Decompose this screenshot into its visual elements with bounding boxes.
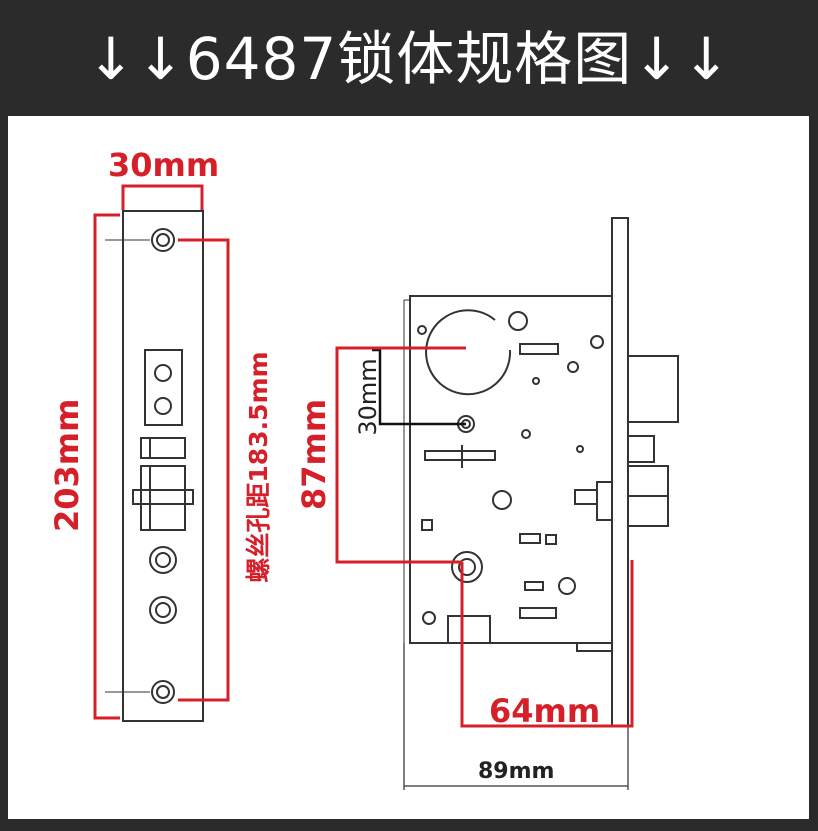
hole-spacing-dimension-line — [178, 238, 230, 702]
case-outline — [409, 295, 612, 644]
round-bolt — [149, 596, 177, 624]
lower-spindle — [451, 551, 483, 583]
deadbolt-slot — [140, 465, 186, 531]
vertical-backset-label: 87mm — [295, 398, 333, 510]
faceplate-width-label: 30mm — [108, 146, 220, 184]
cylinder-cutout — [425, 309, 512, 396]
spindle-offset-dimension — [372, 348, 466, 426]
cylinder-slot — [144, 349, 183, 426]
height-dimension-line — [93, 213, 120, 720]
faceplate-height-label: 203mm — [48, 398, 86, 532]
top-screw-hole — [151, 228, 175, 252]
backset-line — [460, 560, 634, 728]
header-banner: ↓↓6487锁体规格图↓↓ — [0, 0, 818, 108]
width-dimension-line — [121, 184, 204, 210]
round-latch — [149, 546, 177, 574]
faceplate-outline — [122, 210, 204, 722]
bottom-screw-hole — [151, 680, 175, 704]
body-red-dimensions — [335, 346, 634, 728]
spindle-offset-label: 30mm — [354, 358, 382, 436]
deadbolt — [627, 355, 679, 423]
front-plate — [611, 217, 629, 727]
faceplate-drawing — [105, 210, 204, 722]
body-depth-label: 89mm — [478, 759, 555, 784]
vertical-backset-line — [335, 346, 466, 564]
backset-label: 64mm — [489, 692, 601, 730]
lock-body-drawing — [403, 217, 679, 727]
screw-spacing-label: 螺丝孔距183.5mm — [244, 351, 273, 583]
latch-slot — [140, 437, 186, 459]
faceplate-dimensions — [93, 184, 230, 720]
page-title: ↓↓6487锁体规格图↓↓ — [86, 25, 732, 93]
body-gray-dimensions — [403, 643, 629, 790]
